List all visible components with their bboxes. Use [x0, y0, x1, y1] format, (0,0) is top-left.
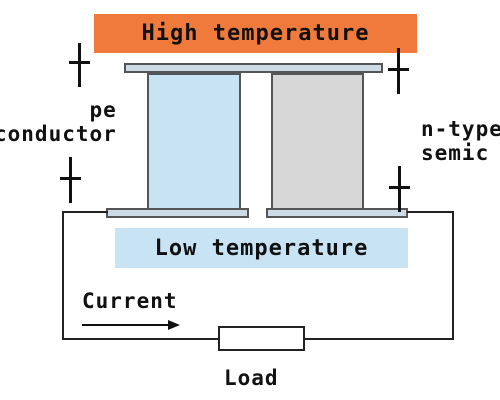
load-resistor — [218, 326, 305, 351]
wire-bottom-left — [62, 338, 219, 340]
wire-right-vertical — [452, 211, 454, 340]
wire-right-top — [407, 211, 454, 213]
p-type-leg — [147, 73, 241, 211]
plus-sign-icon — [389, 166, 410, 212]
wire-left-vertical — [62, 211, 64, 340]
cold-side-band: Low temperature — [115, 228, 408, 268]
n-type-label: n-type semic — [421, 117, 500, 165]
cold-side-label: Low temperature — [154, 235, 369, 261]
plus-sign-icon — [69, 43, 90, 87]
current-label: Current — [82, 289, 178, 313]
p-type-label: pe conductor — [0, 98, 117, 146]
bottom-right-conductor-plate — [266, 208, 408, 218]
load-label: Load — [224, 366, 279, 390]
n-type-leg — [271, 73, 364, 211]
wire-left-top — [62, 211, 108, 213]
plus-sign-icon — [60, 157, 81, 203]
current-arrow-icon — [82, 320, 180, 330]
wire-bottom-right — [304, 338, 454, 340]
plus-sign-icon — [388, 48, 409, 94]
bottom-left-conductor-plate — [106, 208, 249, 218]
hot-side-label: High temperature — [141, 21, 370, 46]
top-conductor-plate — [124, 63, 383, 73]
hot-side-band: High temperature — [94, 14, 417, 53]
